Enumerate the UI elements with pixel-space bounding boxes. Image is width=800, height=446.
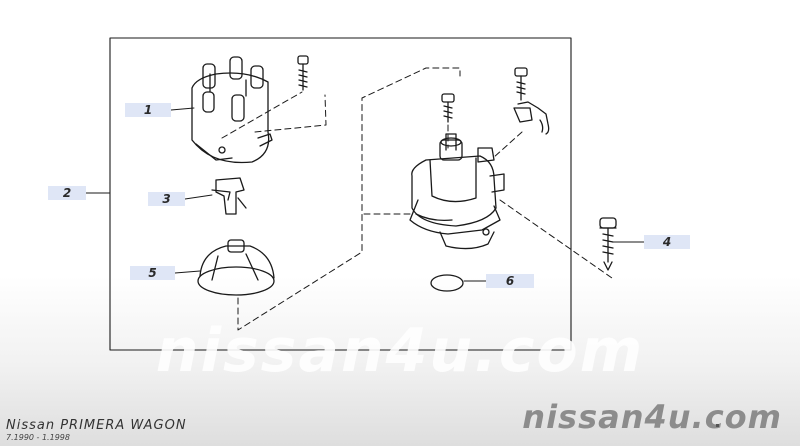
top-bolt-drawing: [441, 93, 455, 123]
callout-4[interactable]: 4: [644, 235, 690, 249]
watermark: nissan4u.com: [155, 316, 645, 386]
bolt-drawing: [599, 217, 617, 271]
callout-3[interactable]: 3: [148, 192, 185, 206]
rotor-head-drawing: [211, 177, 247, 215]
leader-3: [184, 194, 213, 200]
leader-5: [174, 270, 201, 274]
assembly-lines: [221, 67, 613, 331]
callout-2[interactable]: 2: [48, 186, 86, 200]
corner-dot: [716, 424, 719, 427]
bracket-drawing: [513, 67, 550, 135]
distributor-body-drawing: [409, 133, 505, 250]
leader-1: [170, 107, 195, 111]
callout-1[interactable]: 1: [125, 103, 171, 117]
site-logo[interactable]: nissan4u.com: [522, 398, 782, 436]
distributor-cap-drawing: [191, 56, 273, 164]
model-years: 7.1990 - 1.1998: [6, 433, 70, 442]
diagram-frame: [109, 37, 572, 351]
callout-5[interactable]: 5: [130, 266, 175, 280]
o-ring-drawing: [430, 274, 464, 292]
seal-cap-drawing: [197, 239, 275, 296]
callout-6[interactable]: 6: [486, 274, 534, 288]
model-title: Nissan PRIMERA WAGON: [6, 418, 187, 433]
cap-screw-drawing: [297, 55, 309, 91]
